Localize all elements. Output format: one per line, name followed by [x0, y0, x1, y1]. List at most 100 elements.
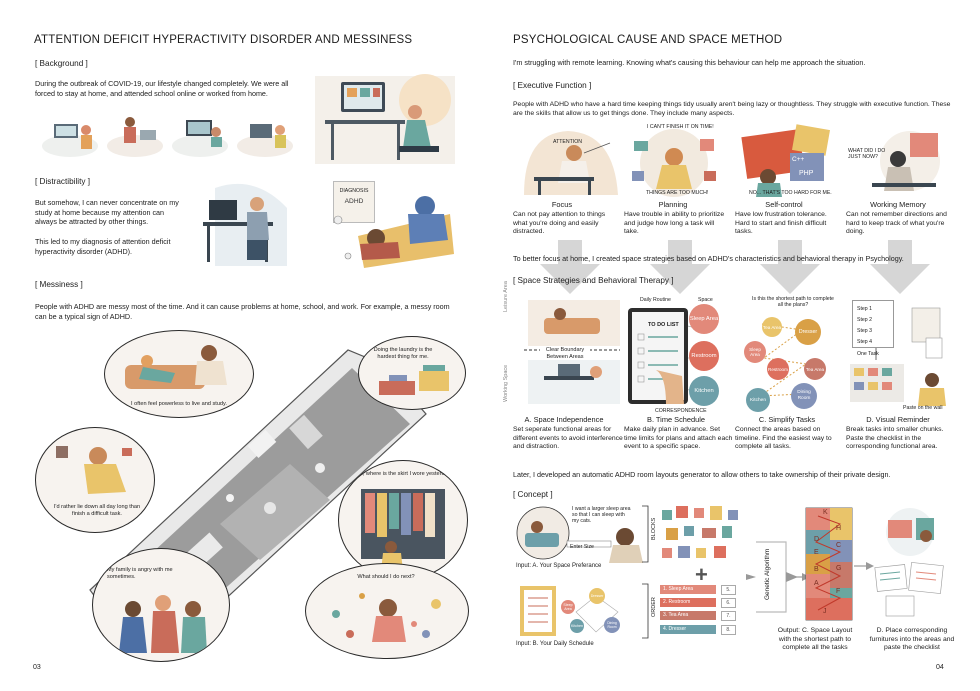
order-item-4: 4. Dresser — [660, 625, 716, 634]
distractibility-heading: [ Distractibility ] — [35, 177, 91, 186]
self-control-illustration — [741, 124, 830, 197]
bubble-text-laundry: Doing the laundry is the hardest thing f… — [373, 347, 433, 360]
strategy-d-title: D. Visual Reminder — [866, 415, 930, 424]
sleep-area-circle-c: Sleep Area — [744, 341, 766, 363]
kitchen-circle-c: Kitchen — [746, 388, 770, 412]
diagnosis-sign: DIAGNOSIS ADHD — [333, 181, 375, 223]
executive-text: People with ADHD who have a hard time ke… — [513, 101, 951, 117]
space-independence-illustration — [524, 300, 620, 404]
genetic-algorithm-label: Genetic Algorithm — [764, 548, 771, 600]
letter-h: H — [836, 525, 842, 532]
sleep-area-circle-b: Sleep Area — [561, 600, 575, 614]
planning-illustration — [632, 129, 716, 197]
working-memory-title: Working Memory — [870, 200, 926, 209]
dresser-circle-c: Dresser — [795, 319, 821, 345]
strategy-b-text: Make daily plan in advance. Set time lim… — [624, 426, 733, 451]
input-b-caption: Input: B. Your Daily Schedule — [516, 641, 594, 647]
working-memory-text: Can not remember directions and hard to … — [846, 211, 947, 236]
left-page-number: 03 — [33, 664, 41, 671]
speech-bubble-laundry: Doing the laundry is the hardest thing f… — [358, 336, 466, 410]
tea-area-circle-c: Tea Area — [762, 317, 782, 337]
focus-text: Can not pay attention to things what you… — [513, 211, 606, 236]
letter-k: K — [823, 509, 828, 516]
blocks-label: BLOCKS — [651, 517, 657, 540]
speech-bubble-what-next: What should I do next? — [305, 563, 469, 659]
space-label: Space — [698, 297, 713, 303]
bridge-text: To better focus at home, I created space… — [513, 254, 904, 263]
remote-work-illustration — [315, 74, 455, 164]
letter-g: G — [836, 565, 842, 572]
letter-f: F — [836, 588, 841, 595]
to-furniture-arrow — [854, 562, 874, 570]
messiness-text: People with ADHD are messy most of the t… — [35, 302, 450, 321]
speech-larger-sleep: I want a larger sleep area so that I can… — [572, 506, 631, 524]
step-2: Step 2 — [857, 317, 872, 323]
diagnosis-label: DIAGNOSIS — [339, 188, 369, 194]
clear-boundary-label: Clear Boundary Between Areas — [540, 347, 590, 360]
plus-sign: + — [695, 562, 708, 587]
output-d-caption: D. Place corresponding furnitures into t… — [869, 627, 955, 652]
focus-title: Focus — [551, 200, 573, 209]
speech-bubble-powerless: I often feel powerless to live and study… — [104, 330, 254, 418]
kitchen-circle: Kitchen — [689, 376, 719, 406]
self-control-text: Have low frustration tolerance. Hard to … — [735, 211, 827, 236]
php-label: PHP — [799, 170, 814, 177]
enter-size-label: Enter Size — [570, 544, 594, 550]
executive-heading: [ Executive Function ] — [513, 81, 592, 90]
intro-text: I'm struggling with remote learning. Kno… — [513, 58, 866, 67]
bubble-text-skirt: Mom, where is the skirt I wore yesterday… — [350, 471, 454, 477]
bubble-text-what-next: What should I do next? — [357, 574, 415, 580]
letter-c: C — [836, 542, 842, 549]
order-item-2: 2. Restroom — [660, 598, 716, 607]
shortest-path-question: Is this the shortest path to complete al… — [752, 296, 834, 308]
kitchen-circle-b: Kitchen — [570, 619, 584, 633]
letter-a: A — [814, 580, 819, 587]
restroom-circle-c: Restroom — [767, 358, 789, 380]
strategy-c-text: Connect the areas based on timeline. Fin… — [735, 426, 832, 451]
background-illustrations — [42, 117, 293, 157]
tea-area-circle-c2: Tea Area — [804, 358, 826, 380]
strategy-a-text: Set seperate functional areas for differ… — [513, 426, 623, 451]
leisure-area-label: Leisure Area — [503, 281, 509, 312]
order-num-6: 6. — [721, 598, 736, 608]
too-much-label: THINGS ARE TOO MUCH! — [646, 190, 709, 196]
distracted-student-illustration — [203, 183, 287, 266]
planning-title: Planning — [658, 200, 688, 209]
todo-label: TO DO LIST — [648, 322, 679, 328]
speech-bubble-family-angry: My family is angry with me sometimes. — [92, 548, 230, 662]
working-space-label: Working Space — [503, 364, 509, 402]
bubble-text-family-angry: My family is angry with me sometimes. — [107, 567, 173, 580]
later-text: Later, I developed an automatic ADHD roo… — [513, 470, 891, 479]
order-bracket — [642, 583, 649, 639]
attention-label: ATTENTION — [553, 139, 583, 145]
sleep-area-circle: Sleep Area — [689, 304, 719, 334]
daily-routine-label: Daily Routine — [640, 297, 671, 303]
strategy-b-title: B. Time Schedule — [647, 415, 705, 424]
dining-room-circle-c: Dining Room — [791, 383, 817, 409]
left-page-title: ATTENTION DEFICIT HYPERACTIVITY DISORDER… — [34, 34, 413, 46]
order-num-8: 8. — [721, 625, 736, 635]
step-4: Step 4 — [857, 339, 872, 345]
space-preference-illustration — [516, 506, 643, 563]
cant-finish-label: I CAN'T FINISH IT ON TIME! — [647, 124, 714, 130]
correspondence-label: CORRESPONDENCE — [655, 408, 707, 414]
space-layout-output — [805, 507, 853, 621]
letter-b: B — [814, 566, 819, 573]
letter-e: E — [814, 549, 819, 556]
strategy-c-title: C. Simplify Tasks — [758, 415, 816, 424]
time-schedule-illustration — [628, 308, 703, 404]
daily-schedule-illustration — [520, 586, 619, 636]
dresser-circle-b: Dresser — [589, 588, 605, 604]
step-3: Step 3 — [857, 328, 872, 334]
distractibility-text-2: This led to my diagnosis of attention de… — [35, 237, 171, 256]
strategy-a-title: A. Space Independence — [524, 415, 604, 424]
dining-room-circle-b: Dining Room — [604, 617, 620, 633]
step-1: Step 1 — [857, 306, 872, 312]
input-a-caption: Input: A. Your Space Preferance — [516, 563, 602, 569]
bubble-text-powerless: I often feel powerless to live and study… — [131, 401, 227, 407]
order-label: ORDER — [651, 597, 657, 617]
adhd-label: ADHD — [344, 198, 364, 205]
visual-reminder-illustration — [850, 307, 946, 406]
background-text: During the outbreak of COVID-19, our lif… — [35, 79, 289, 98]
right-page-title: PSYCHOLOGICAL CAUSE AND SPACE METHOD — [513, 34, 783, 46]
